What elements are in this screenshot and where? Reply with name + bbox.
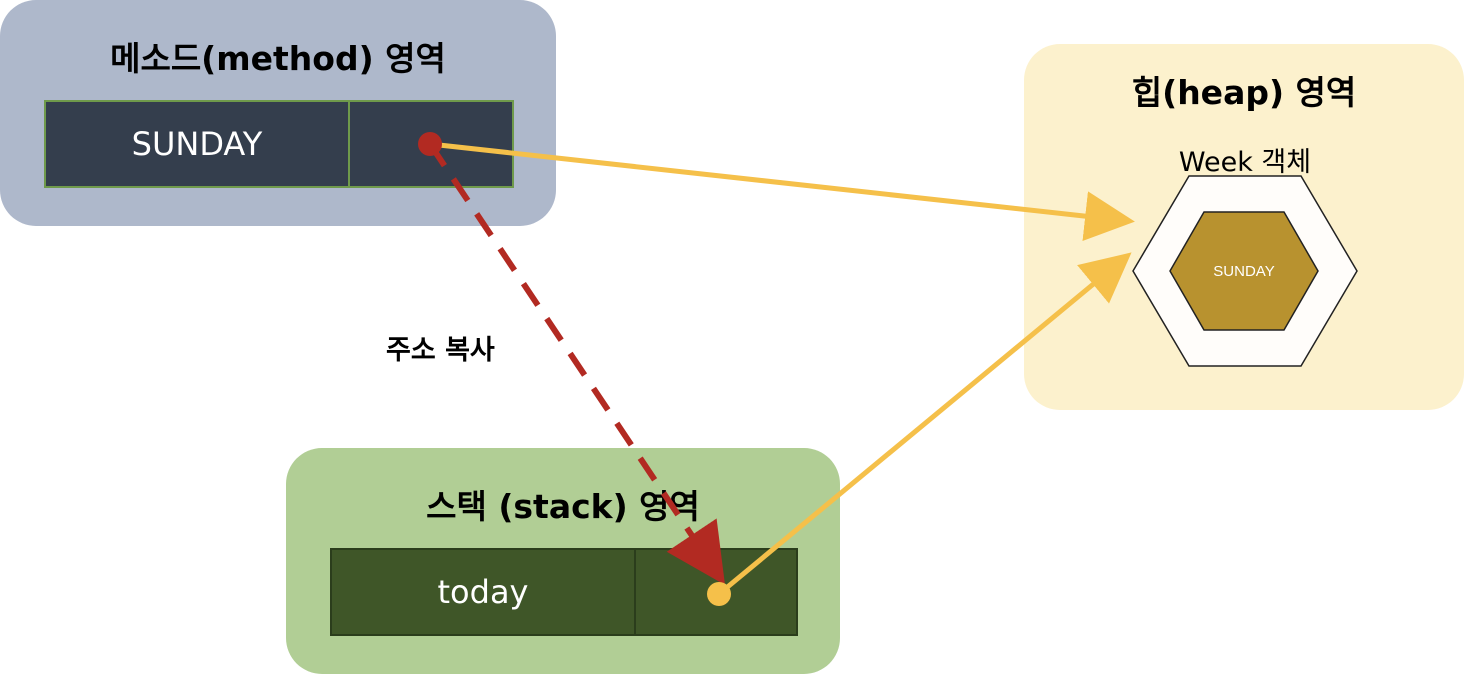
stack-variable-cell: today: [330, 548, 636, 636]
stack-variable-label: today: [437, 573, 529, 611]
method-area-title: 메소드(method) 영역: [110, 39, 446, 78]
method-enum-constant-label: SUNDAY: [131, 125, 263, 163]
method-reference-dot: [418, 132, 442, 156]
method-enum-constant-cell: SUNDAY: [44, 100, 350, 188]
stack-reference-dot: [707, 582, 731, 606]
week-object-label: Week 객체: [1178, 147, 1312, 178]
week-object-inner-hexagon: [1169, 211, 1319, 331]
address-copy-label: 주소 복사: [386, 335, 495, 366]
stack-area-title: 스택 (stack) 영역: [426, 487, 700, 526]
week-object-hexagon: SUNDAY: [1132, 175, 1358, 367]
address-copy-arrow: [427, 142, 726, 585]
week-object-value: SUNDAY: [1213, 263, 1274, 280]
method-reference-arrow: [429, 141, 1135, 242]
stack-reference-arrow: [717, 252, 1132, 596]
heap-area-title: 힙(heap) 영역: [1131, 73, 1357, 112]
